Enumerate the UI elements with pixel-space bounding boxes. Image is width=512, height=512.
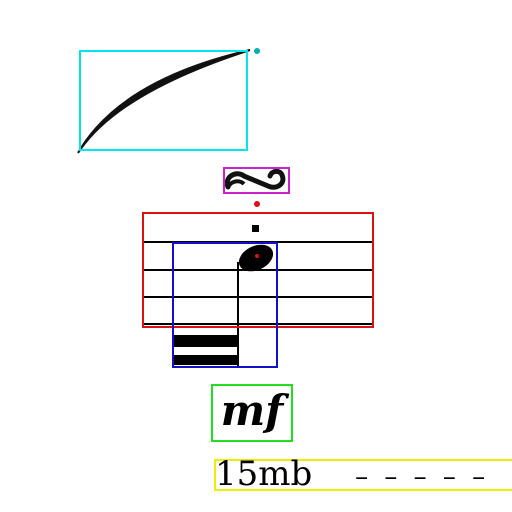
dynamic-marking: mf [220, 386, 284, 435]
ottava-dashes: – – – – – [355, 462, 490, 492]
staccato-dot [252, 225, 259, 232]
ledger-bar-2 [174, 355, 238, 365]
notehead-anchor-dot [255, 254, 259, 258]
note-bounding-box [172, 242, 278, 368]
dynamic-bounding-box [211, 384, 293, 442]
turn-bounding-box [223, 167, 290, 194]
notehead [238, 244, 274, 272]
turn-anchor-dot [254, 201, 260, 207]
ledger-bar-1 [174, 335, 238, 347]
ottava-label: 15mb [215, 454, 313, 494]
slur-anchor-dot [254, 48, 260, 54]
staff-bounding-box [142, 212, 374, 328]
ottava-marking: 15mb – – – – – [215, 455, 489, 496]
dynamic-anchor-dot [255, 410, 259, 414]
turn-icon [224, 168, 286, 190]
slur-bounding-box [79, 50, 248, 151]
slur-curve [77, 49, 251, 154]
ottava-anchor-dot [251, 472, 255, 476]
ottava-bounding-box [214, 459, 512, 491]
